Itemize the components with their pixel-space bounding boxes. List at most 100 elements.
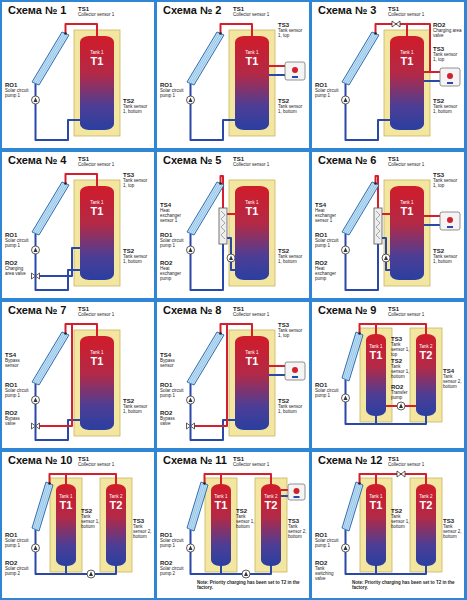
sensor-id: TS1: [78, 6, 148, 13]
tank-insulation: [100, 478, 132, 572]
pump-symbol: [32, 544, 40, 552]
tank: Tank 2T2: [106, 484, 126, 566]
panel-title: Схема № 7: [8, 304, 66, 316]
tank-name: Tank 1: [366, 344, 386, 349]
collector-stripe: [34, 483, 48, 529]
tank: Tank 1T1: [390, 36, 424, 130]
sensor-label: Tank sensor 1, bottom: [278, 405, 307, 415]
tank-insulation: [229, 30, 275, 136]
sensor-label: Collector sensor 1: [388, 163, 458, 168]
panel-title: Схема № 12: [318, 454, 382, 466]
boiler-symbol: [294, 488, 300, 494]
tank-number: T1: [56, 499, 76, 511]
tank: Tank 2T2: [416, 484, 436, 566]
pipe: [50, 474, 117, 484]
tank-name: Tank 1: [235, 350, 269, 355]
pipe: [66, 324, 98, 336]
tank-number: T1: [366, 349, 386, 361]
tank: Tank 1T1: [80, 336, 114, 430]
boiler-symbol: [292, 367, 298, 373]
tank-name: Tank 2: [261, 494, 281, 499]
tank-name: Tank 2: [416, 494, 436, 499]
pipe: [382, 213, 390, 215]
panel-title: Схема № 9: [318, 304, 376, 316]
sensor-id: TS2: [123, 248, 152, 255]
sensor-id: RO1: [5, 382, 29, 389]
sensor-id: TS2: [391, 358, 411, 365]
collector-stripe: [344, 33, 374, 83]
scheme-illustration: [2, 2, 154, 148]
collector-stripe: [36, 184, 66, 234]
pump-symbol: [189, 546, 193, 551]
sensor-label: Tank sensor 1, bottom: [123, 255, 152, 265]
heat-exchanger: [374, 208, 382, 244]
sensor-dot: [48, 482, 51, 485]
scheme-panel: Схема № 5Tank 1T1TS1Collector sensor 1TS…: [157, 152, 309, 298]
collector-stripe: [191, 334, 221, 384]
sensor-id: TS3: [278, 322, 307, 329]
sensor-id: TS2: [278, 248, 307, 255]
sensor-label: Solar circuit pump 1: [315, 539, 339, 549]
sensor-label: Collector sensor 1: [78, 163, 148, 168]
pipe: [36, 84, 81, 141]
sensor-id: TS1: [233, 306, 303, 313]
sensor-id: TS2: [81, 508, 101, 515]
collector-stripe: [344, 183, 374, 233]
panel-title: Схема № 2: [163, 4, 221, 16]
pipe: [375, 324, 377, 334]
sensor-label: Solar circuit pump 1: [160, 539, 184, 549]
pipe: [36, 248, 81, 276]
sensor-label: Solar circuit pump 1: [160, 89, 184, 99]
pipe: [382, 238, 390, 270]
sensor-id: RO2: [315, 560, 339, 567]
tank-number: T1: [235, 205, 269, 217]
sensor-id: RO2: [5, 410, 29, 417]
pipe: [227, 213, 235, 215]
tank-number: T2: [416, 499, 436, 511]
pump-symbol: [342, 246, 350, 254]
pump-symbol: [344, 98, 348, 103]
sensor-label: Tank sensor 1, bottom: [391, 515, 411, 530]
valve-symbol: [32, 273, 40, 279]
tank-name: Tank 1: [211, 494, 231, 499]
solar-collector: [32, 332, 69, 385]
sensor-id: TS4: [443, 368, 462, 375]
solar-collector: [342, 332, 363, 381]
sensor-id: TS3: [391, 336, 411, 343]
pipe: [36, 384, 81, 441]
tank-insulation: [384, 30, 430, 136]
pump-symbol: [187, 544, 195, 552]
pump-symbol: [32, 396, 40, 404]
sensor-label: Solar circuit pump 1: [160, 389, 184, 399]
sensor-label: Tank sensor 2, bottom: [443, 375, 462, 390]
sensor-dot: [64, 32, 67, 35]
collector-stripe: [346, 184, 376, 234]
scheme-illustration: [157, 152, 309, 298]
boiler-symbol: [447, 226, 453, 228]
sensor-label: Tank sensor 1, bottom: [81, 515, 101, 530]
pipe: [220, 566, 222, 574]
solar-collector: [342, 182, 379, 235]
sensor-id: RO1: [160, 232, 184, 239]
pipe: [424, 80, 440, 82]
pump-symbol: [189, 98, 193, 103]
collector-stripe: [36, 484, 50, 530]
sensor-id: TS3: [288, 518, 307, 525]
scheme-panel: Схема № 1Tank 1T1TS1Collector sensor 1RO…: [2, 2, 154, 148]
collector-stripe: [347, 484, 361, 530]
tank-number: T1: [235, 55, 269, 67]
sensor-label: Heat exchanger pump: [160, 267, 184, 282]
scheme-panel: Схема № 4Tank 1T1TS1Collector sensor 1TS…: [2, 152, 154, 298]
sensor-id: TS2: [236, 508, 256, 515]
sensor-label: Tank sensor 1, top: [123, 179, 152, 189]
pipe: [269, 65, 285, 67]
collector-stripe: [192, 334, 222, 384]
sensor-label: Tank sensor 1, bottom: [123, 405, 152, 415]
sensor-id: TS4: [5, 352, 29, 359]
tank: Tank 1T1: [80, 186, 114, 280]
valve-symbol: [397, 471, 405, 477]
tank: Tank 2T2: [261, 484, 281, 566]
sensor-label: Heat exchanger pump: [315, 267, 339, 282]
pipe: [424, 215, 440, 217]
